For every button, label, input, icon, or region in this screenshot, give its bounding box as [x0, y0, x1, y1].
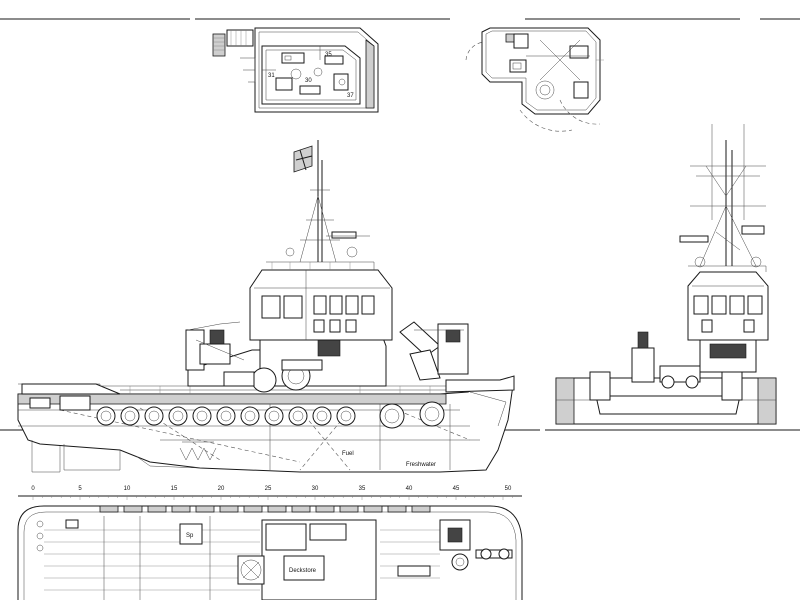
towing-winch: [223, 339, 341, 393]
frame-tick: 20: [218, 486, 225, 492]
wheelhouse-plan-right: [465, 27, 604, 132]
fore-crane: [399, 321, 469, 381]
frame-tick: 40: [406, 486, 413, 492]
frame-tick: 50: [505, 486, 512, 492]
room-number: 30: [305, 78, 312, 84]
anchor-icon: [451, 553, 469, 571]
propeller-blades: [179, 441, 217, 461]
room-number: 35: [325, 52, 332, 58]
frame-tick: 15: [171, 486, 178, 492]
aft-crane: [185, 321, 245, 371]
front-mast: [679, 124, 766, 267]
frame-scale: 0 5 10 15 20 25 30 35 40 45 50: [18, 486, 522, 500]
hull-fenders: [96, 401, 445, 429]
room-number: 37: [347, 93, 354, 99]
room-number: 31: [268, 73, 275, 79]
frame-tick: 0: [31, 486, 35, 492]
fan-icon: [237, 555, 265, 585]
frame-tick: 35: [359, 486, 366, 492]
main-mast: [285, 140, 370, 263]
deckstore-label: Deckstore: [289, 568, 317, 574]
sp-label: Sp: [186, 533, 194, 539]
wheelhouse-plan-left: 31 30 35 37: [212, 27, 379, 113]
frame-tick: 5: [78, 486, 82, 492]
flag-icon: [293, 145, 313, 173]
freshwater-tank-label: Freshwater: [406, 462, 436, 468]
front-windows: [693, 295, 763, 333]
frame-tick: 10: [124, 486, 131, 492]
frame-tick: 45: [453, 486, 460, 492]
front-elevation: [555, 124, 777, 425]
deck-plan: Sp Deckstore: [17, 505, 523, 601]
fuel-tank-label: Fuel: [342, 451, 354, 457]
wheelhouse-windows: [261, 295, 375, 333]
frame-tick: 25: [265, 486, 272, 492]
side-elevation: Fuel Freshwater: [17, 140, 515, 473]
frame-tick: 30: [312, 486, 319, 492]
